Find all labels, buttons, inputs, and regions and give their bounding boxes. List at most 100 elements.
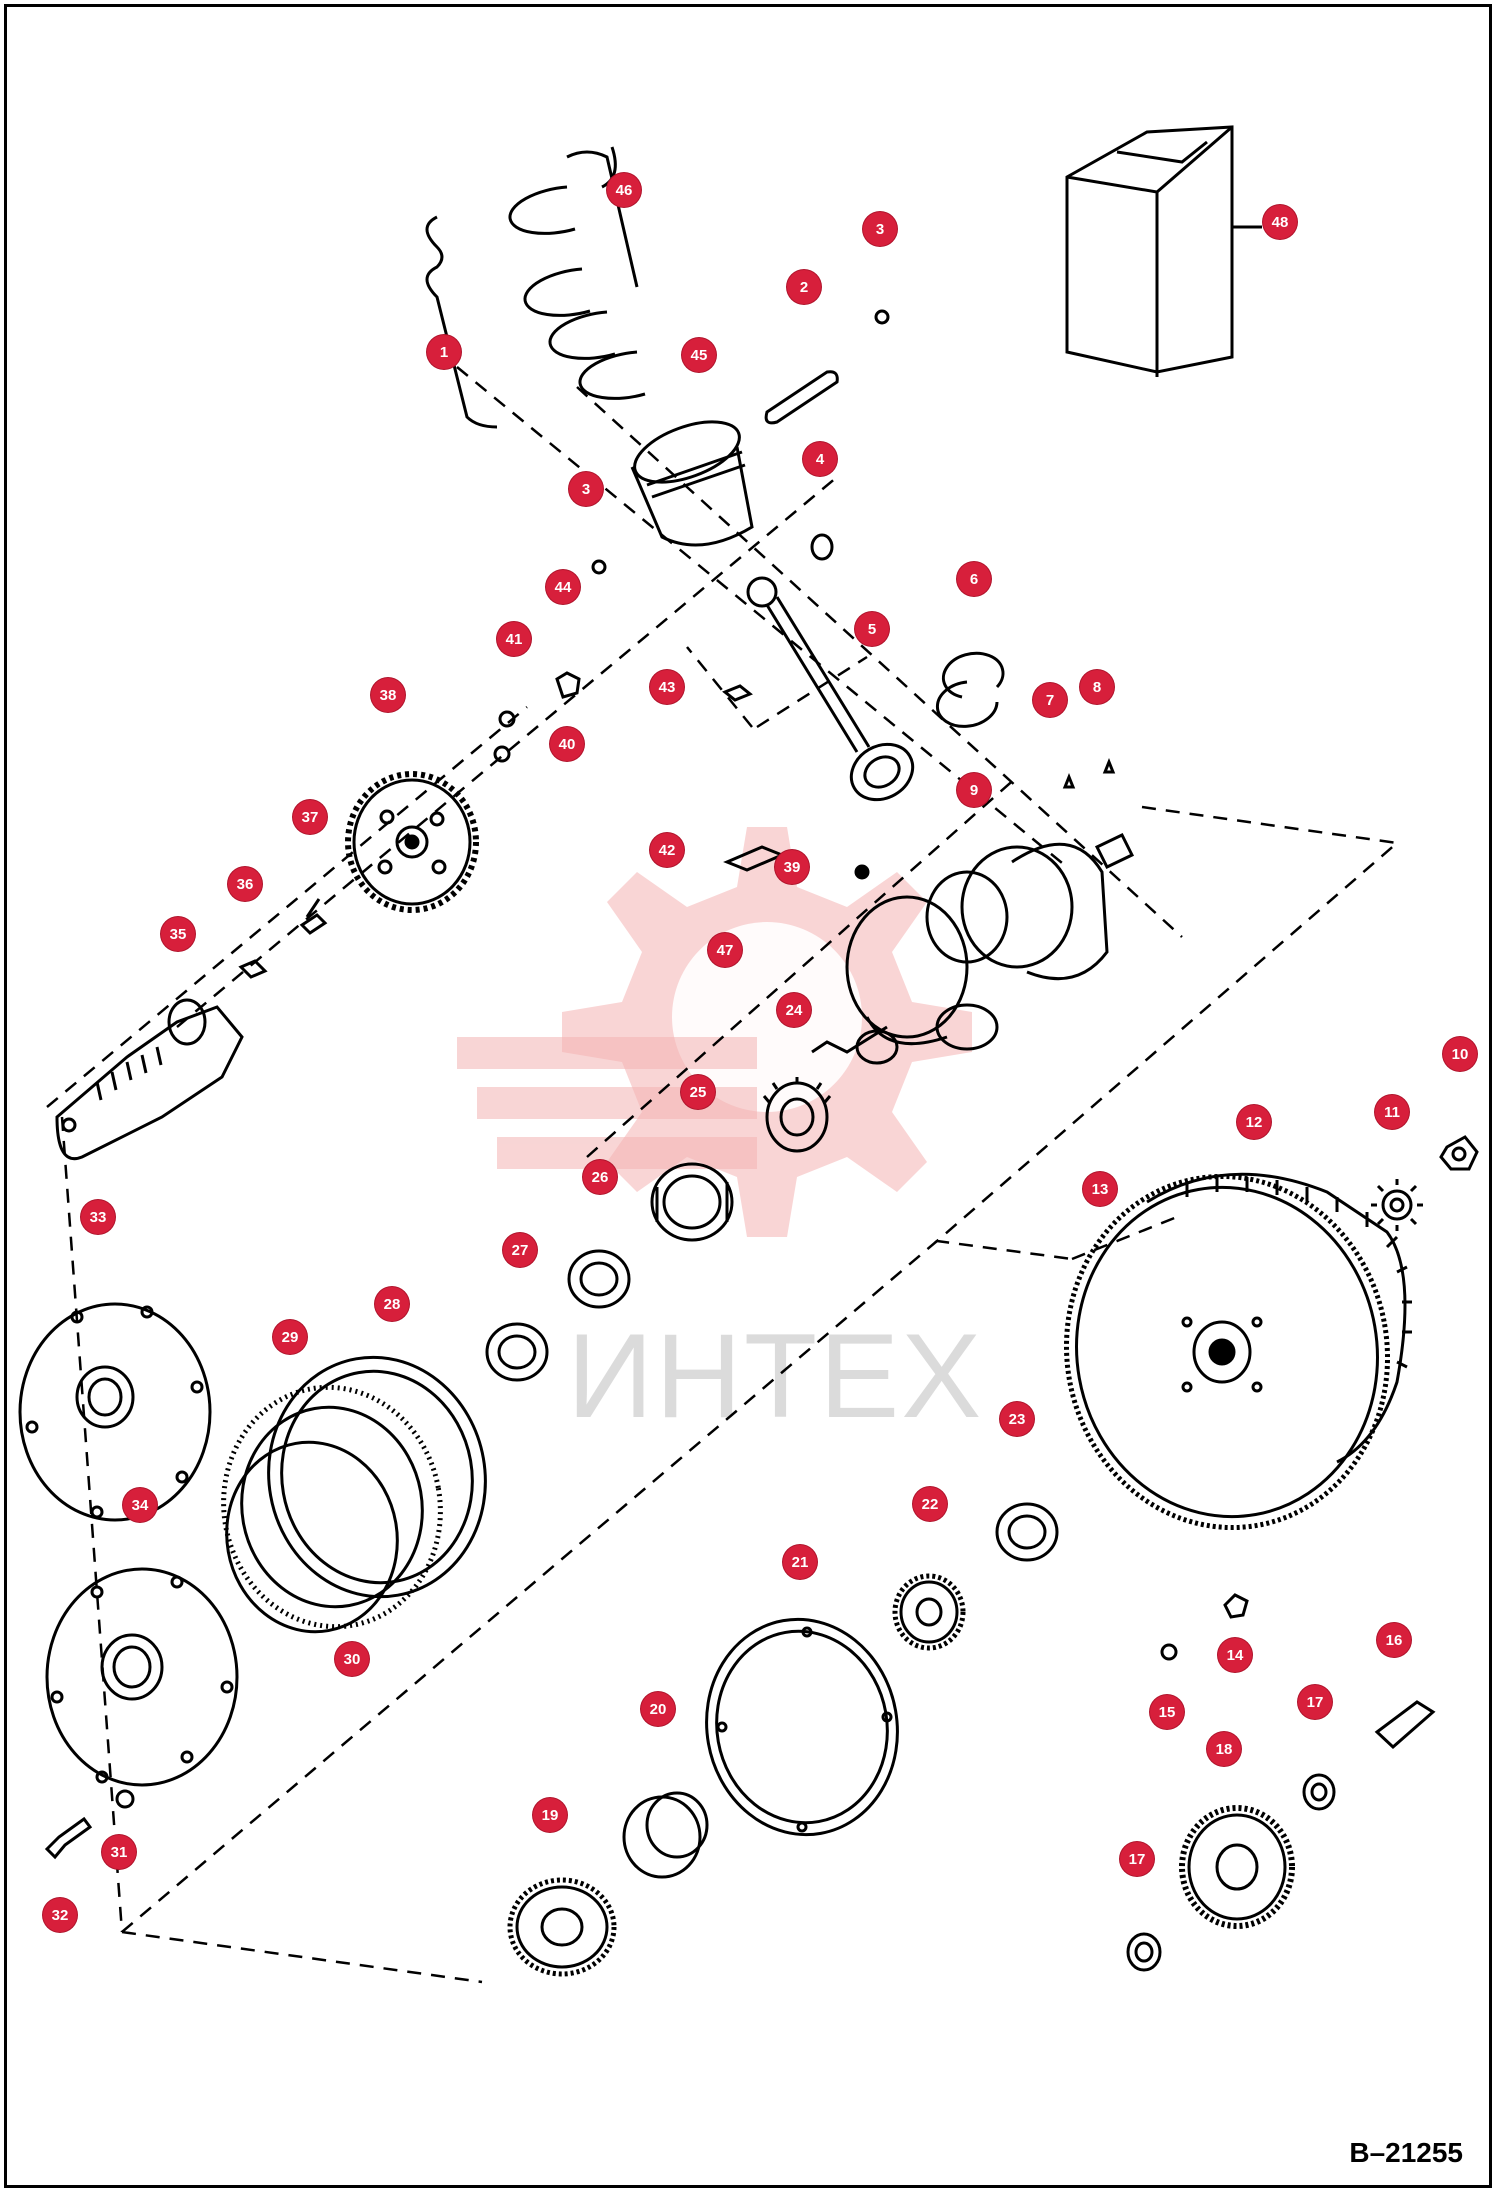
callout-23[interactable]: 23 (1000, 1402, 1034, 1436)
callout-17b[interactable]: 17 (1120, 1842, 1154, 1876)
piston (630, 420, 754, 547)
washer-31 (115, 1789, 135, 1809)
bearing-20 (622, 1791, 709, 1879)
callout-34[interactable]: 34 (123, 1488, 157, 1522)
callout-12[interactable]: 12 (1237, 1105, 1271, 1139)
snap-ring-3a (874, 309, 890, 325)
callout-8[interactable]: 8 (1080, 670, 1114, 704)
callout-25[interactable]: 25 (681, 1075, 715, 1109)
callout-22[interactable]: 22 (913, 1487, 947, 1521)
callout-11[interactable]: 11 (1375, 1095, 1409, 1129)
connecting-rod (746, 576, 915, 802)
callout-37[interactable]: 37 (293, 800, 327, 834)
callout-45[interactable]: 45 (682, 338, 716, 372)
nut-10 (1439, 1135, 1479, 1171)
watermark-text: ИНТЕХ (567, 1309, 984, 1443)
callout-15[interactable]: 15 (1150, 1695, 1184, 1729)
callout-16[interactable]: 16 (1377, 1623, 1411, 1657)
callout-18[interactable]: 18 (1207, 1732, 1241, 1766)
stud-37 (299, 898, 328, 935)
callout-47[interactable]: 47 (708, 933, 742, 967)
cover-plate-34 (45, 1567, 239, 1787)
assembly-lines (46, 366, 1400, 1984)
callout-5[interactable]: 5 (855, 612, 889, 646)
spring-36 (238, 959, 268, 979)
washer-15 (1160, 1643, 1178, 1661)
washer-41 (498, 710, 516, 728)
callout-4[interactable]: 4 (803, 442, 837, 476)
callout-21[interactable]: 21 (783, 1545, 817, 1579)
piston-rings (425, 146, 646, 429)
key-8 (1102, 757, 1116, 774)
key-7 (1062, 772, 1076, 789)
pin-43 (722, 684, 753, 702)
bearing-cup-25 (650, 1162, 734, 1242)
callout-13[interactable]: 13 (1083, 1172, 1117, 1206)
lockwasher-11 (1371, 1179, 1423, 1231)
callout-35[interactable]: 35 (161, 917, 195, 951)
callout-40[interactable]: 40 (550, 727, 584, 761)
callout-17a[interactable]: 17 (1298, 1685, 1332, 1719)
callout-26[interactable]: 26 (583, 1160, 617, 1194)
callout-14[interactable]: 14 (1218, 1638, 1252, 1672)
callout-31[interactable]: 31 (102, 1835, 136, 1869)
gear-22 (892, 1573, 966, 1651)
callout-2[interactable]: 2 (787, 270, 821, 304)
callout-29[interactable]: 29 (273, 1320, 307, 1354)
callout-19[interactable]: 19 (533, 1798, 567, 1832)
piston-pin (764, 370, 839, 425)
callout-41[interactable]: 41 (497, 622, 531, 656)
seal-26 (567, 1249, 631, 1309)
callout-9[interactable]: 9 (957, 773, 991, 807)
callout-27[interactable]: 27 (503, 1233, 537, 1267)
plate-42 (723, 845, 786, 872)
seal-23 (995, 1502, 1059, 1562)
callout-20[interactable]: 20 (641, 1692, 675, 1726)
bearing-17b (1126, 1932, 1162, 1972)
bolt-32 (44, 1816, 93, 1860)
callout-42[interactable]: 42 (650, 833, 684, 867)
callout-1[interactable]: 1 (427, 335, 461, 369)
callout-44[interactable]: 44 (546, 570, 580, 604)
seal-27 (485, 1322, 549, 1382)
callout-46[interactable]: 46 (607, 173, 641, 207)
callout-43[interactable]: 43 (650, 670, 684, 704)
callout-3a[interactable]: 3 (863, 212, 897, 246)
gear-18 (1179, 1805, 1295, 1929)
drive-shaft (55, 998, 244, 1160)
bolt-14 (1223, 1593, 1249, 1619)
bearing-24 (762, 1077, 832, 1153)
bushing-4 (810, 533, 834, 561)
bearing-17a (1302, 1773, 1336, 1811)
rod-bearing (935, 651, 1005, 728)
gear-19 (507, 1877, 617, 1977)
drawing-number: B–21255 (1349, 2137, 1463, 2168)
callout-7[interactable]: 7 (1033, 683, 1067, 717)
gasket-21 (705, 1617, 899, 1837)
screw-44 (555, 671, 581, 699)
shaft-16 (1374, 1700, 1436, 1750)
callout-30[interactable]: 30 (335, 1642, 369, 1676)
callout-36[interactable]: 36 (228, 867, 262, 901)
watermark-gear-logo (457, 827, 972, 1237)
flywheel (1063, 1172, 1412, 1531)
crankshaft (811, 833, 1135, 1065)
callout-6[interactable]: 6 (957, 562, 991, 596)
callout-38[interactable]: 38 (371, 678, 405, 712)
callout-28[interactable]: 28 (375, 1287, 409, 1321)
callout-48[interactable]: 48 (1263, 205, 1297, 239)
clutch-discs (221, 1355, 487, 1634)
callout-10[interactable]: 10 (1443, 1037, 1477, 1071)
callout-3b[interactable]: 3 (569, 472, 603, 506)
callout-32[interactable]: 32 (43, 1898, 77, 1932)
callout-24[interactable]: 24 (777, 993, 811, 1027)
exploded-view-drawing (18, 125, 1479, 1984)
snap-ring-3b (591, 559, 607, 575)
cover-plate-33 (18, 1302, 212, 1522)
callout-33[interactable]: 33 (81, 1200, 115, 1234)
parts-diagram: ИНТЕХ (4, 4, 1492, 2188)
callout-39[interactable]: 39 (775, 850, 809, 884)
washer-40 (493, 745, 511, 763)
gasket-kit-box (1065, 125, 1262, 377)
nut-39 (854, 864, 870, 880)
